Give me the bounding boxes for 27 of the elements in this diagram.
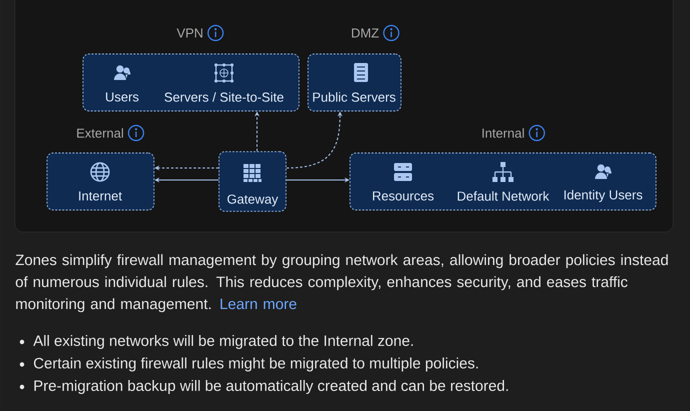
node-label: Default Network [458,191,550,201]
bullet-text: Pre-migration backup will be automatically created and can be restored. [34,380,508,394]
zone-box [46,124,154,210]
zone-item: Identity Users [564,164,642,202]
zone-item: Servers / Site-to-Site [164,63,284,102]
gateway-box: Gateway [218,151,286,212]
bullet-text: Certain existing firewall rules might be migrated to multiple policies. [34,358,478,372]
zone-box [350,124,656,210]
zone-item: Default Network [458,162,550,201]
node-label: Resources [373,191,434,201]
zone-heading: Internal [482,128,524,138]
zone-item: Internet [79,162,122,201]
zone-item: Public Servers [313,63,396,102]
zone-box [82,24,300,112]
paragraph: Zones simplify firewall management by grouping network areas, allowing broader policies instead of numerous individual rules. This reduces complexity, enhances security, and eases traffic monitoring and management. Learn more [16,254,668,312]
link: Learn more [220,298,296,310]
zone-item: Resources [373,163,434,201]
bullet-text: All existing networks will be migrated to the Internal zone. [33,335,413,349]
node-label: Users [106,92,139,102]
node-label: Public Servers [313,92,396,102]
zone-box [308,24,402,112]
zone-heading: VPN [176,28,202,38]
node-label: Servers / Site-to-Site [164,92,284,102]
zone-heading: External [77,128,123,138]
node-label: Identity Users [564,190,642,202]
zone-item: Users [106,65,139,102]
zone-heading: DMZ [352,28,379,38]
